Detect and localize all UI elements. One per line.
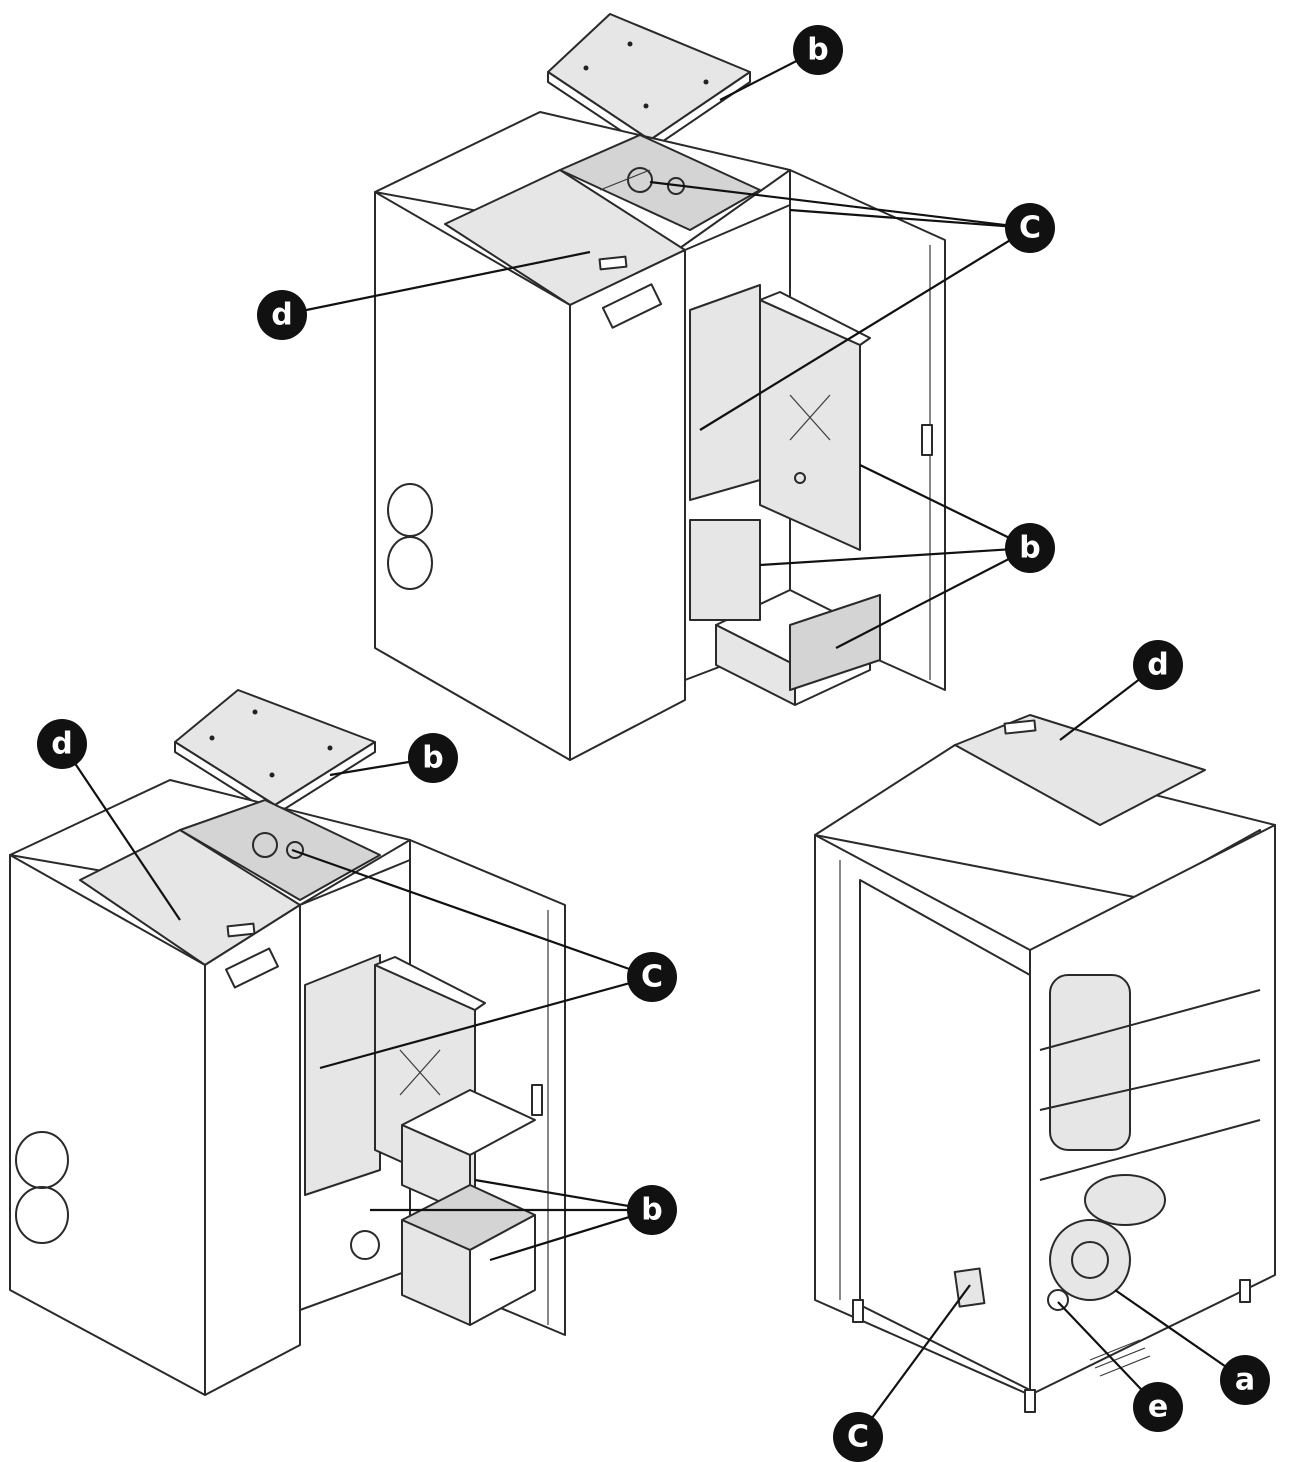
expansion-vessel	[1049, 974, 1131, 1151]
callout-b-bottom-view-lower: b	[627, 1185, 677, 1235]
callout-c-bottom-view: C	[627, 952, 677, 1002]
view-front-open-top	[374, 13, 946, 761]
view-front-open-bottom	[9, 689, 566, 1396]
svg-text:b: b	[641, 1193, 662, 1228]
svg-text:b: b	[1019, 531, 1040, 566]
callout-a-rear-view: a	[1220, 1355, 1270, 1405]
svg-text:b: b	[422, 741, 443, 776]
fan-assembly	[1047, 1174, 1166, 1311]
svg-text:C: C	[847, 1420, 869, 1455]
callout-e-rear-view: e	[1133, 1382, 1183, 1432]
callout-c-top-view: C	[1005, 203, 1055, 253]
svg-text:b: b	[807, 33, 828, 68]
svg-text:d: d	[1147, 648, 1168, 683]
svg-text:a: a	[1235, 1363, 1255, 1398]
svg-text:e: e	[1148, 1390, 1168, 1425]
svg-text:C: C	[641, 960, 663, 995]
svg-text:d: d	[51, 727, 72, 762]
view-rear	[814, 714, 1276, 1413]
callout-b-top-view-lower: b	[1005, 523, 1055, 573]
callout-b-bottom-cover: b	[408, 733, 458, 783]
callout-c-rear-view: C	[833, 1412, 883, 1462]
callout-b-top-cover: b	[793, 25, 843, 75]
svg-text:d: d	[271, 298, 292, 333]
callout-d-bottom-view: d	[37, 719, 87, 769]
svg-text:C: C	[1019, 211, 1041, 246]
callout-d-top-view: d	[257, 290, 307, 340]
callout-d-rear-view: d	[1133, 640, 1183, 690]
